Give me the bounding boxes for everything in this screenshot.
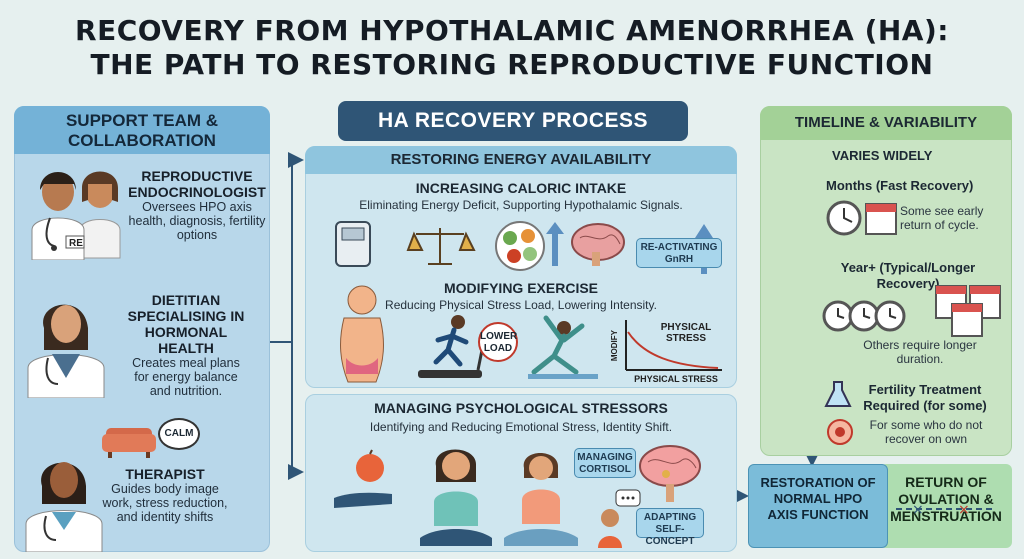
process-heading: HA RECOVERY PROCESS — [338, 101, 688, 141]
treadmill-runner-icon — [418, 315, 486, 378]
self-concept-badge: ADAPTING SELF-CONCEPT — [636, 508, 704, 547]
role-endocrinologist: REPRODUCTIVE ENDOCRINOLOGIST Oversees HP… — [128, 168, 266, 242]
lower-load-badge: LOWER LOAD — [478, 322, 518, 362]
scale-icon — [335, 221, 371, 267]
role-therapist-title: THERAPIST — [125, 466, 205, 482]
dietitian-avatar — [27, 304, 105, 398]
healthy-plate-icon — [495, 221, 545, 271]
ovulation-box: RETURN OF OVULATION & MENSTRUATION — [880, 464, 1012, 548]
caloric-title: INCREASING CALORIC INTAKE — [415, 180, 627, 196]
stress-title: MANAGING PSYCHOLOGICAL STRESSORS — [374, 400, 668, 416]
title-line-2: THE PATH TO RESTORING REPRODUCTIVE FUNCT… — [90, 48, 934, 81]
timeline-item-3-desc: Others require longer duration. — [863, 338, 977, 366]
endocrinologist-avatar — [31, 171, 121, 260]
apple-hand-icon — [334, 449, 392, 508]
lotus-figure-icon — [504, 453, 578, 546]
re-badge: RE — [69, 238, 83, 249]
yoga-stretch-icon — [528, 315, 598, 379]
chart-y-label: MODIFY — [610, 330, 619, 362]
clock-calendar-icon — [826, 200, 897, 236]
calendars-icon — [935, 285, 1001, 337]
timeline-item-4-desc: For some who do not recover on own — [869, 418, 983, 446]
stress-curve-chart — [625, 320, 722, 371]
chart-x-label: PHYSICAL STRESS — [634, 374, 718, 384]
caloric-desc: Eliminating Energy Deficit, Supporting H… — [359, 198, 683, 212]
body-figure-icon — [340, 285, 384, 383]
role-dietitian: DIETITIAN SPECIALISING IN HORMONAL HEALT… — [106, 292, 266, 398]
timeline-item-2-label: Months (Fast Recovery) — [826, 178, 974, 193]
cortisol-badge: MANAGING CORTISOL — [574, 448, 636, 478]
role-dietitian-desc: Creates meal plans for energy balance an… — [132, 356, 240, 398]
brain-cortisol-icon — [639, 445, 701, 502]
timeline-heading: TIMELINE & VARIABILITY — [760, 106, 1012, 140]
svg-text:×: × — [958, 502, 970, 518]
meditation-figure-icon — [420, 449, 492, 546]
restoration-text: RESTORATION OF NORMAL HPO AXIS FUNCTION — [760, 475, 876, 522]
caloric-icons — [335, 221, 625, 271]
title-line-1: RECOVERY FROM HYPOTHALAMIC AMENORRHEA (H… — [75, 14, 949, 47]
exercise-desc: Reducing Physical Stress Load, Lowering … — [385, 298, 657, 312]
timeline-item-1-label: VARIES WIDELY — [832, 148, 933, 163]
restoration-box: RESTORATION OF NORMAL HPO AXIS FUNCTION — [748, 464, 888, 548]
chart-series-label: PHYSICAL STRESS — [660, 322, 712, 344]
support-heading: SUPPORT TEAM & COLLABORATION — [14, 106, 270, 154]
timeline-item-3-label: Year+ (Typical/Longer Recovery) — [840, 260, 976, 291]
exercise-title: MODIFYING EXERCISE — [443, 280, 599, 296]
clocks-icon — [822, 300, 906, 332]
stress-desc: Identifying and Reducing Emotional Stres… — [369, 420, 673, 434]
energy-heading: RESTORING ENERGY AVAILABILITY — [305, 146, 737, 174]
svg-text:×: × — [912, 502, 924, 518]
therapist-avatar — [25, 462, 103, 552]
timeline-panel — [760, 106, 1012, 456]
embryo-icon — [827, 419, 853, 445]
gnrh-badge: RE-ACTIVATING GnRH — [636, 238, 722, 268]
role-dietitian-title: DIETITIAN SPECIALISING IN HORMONAL HEALT… — [127, 292, 245, 356]
role-therapist-desc: Guides body image work, stress reduction… — [102, 482, 228, 524]
calm-speech-bubble: CALM — [158, 418, 200, 450]
balance-icon — [406, 228, 476, 265]
page-title: RECOVERY FROM HYPOTHALAMIC AMENORRHEA (H… — [0, 14, 1024, 82]
role-endocrinologist-title: REPRODUCTIVE ENDOCRINOLOGIST — [128, 168, 266, 200]
timeline-item-4-label: Fertility Treatment Required (for some) — [863, 382, 987, 413]
person-thinking-icon — [598, 489, 641, 548]
role-endocrinologist-desc: Oversees HPO axis health, diagnosis, fer… — [128, 200, 266, 242]
timeline-item-2-desc: Some see early return of cycle. — [900, 204, 984, 232]
couch-icon — [102, 428, 156, 458]
cycle-line-icon: × × — [896, 502, 992, 518]
role-therapist: THERAPIST Guides body image work, stress… — [100, 466, 230, 524]
brain-icon — [571, 223, 625, 266]
flask-icon — [824, 381, 852, 407]
ovulation-text: RETURN OF OVULATION & MENSTRUATION — [890, 474, 1002, 524]
